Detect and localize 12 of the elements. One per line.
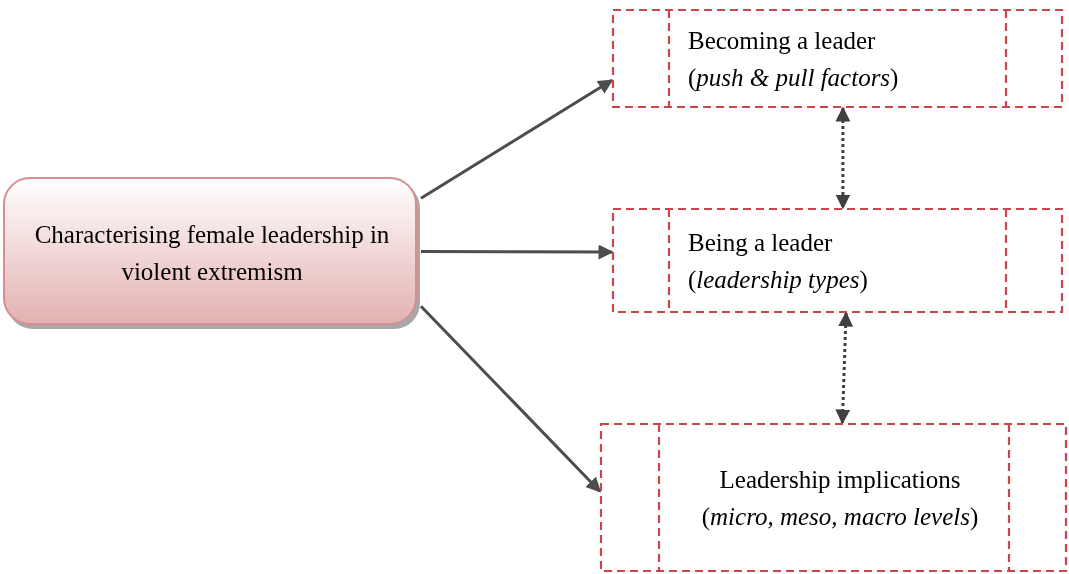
- arrow: [421, 244, 614, 260]
- dotted-double-arrow: [835, 311, 854, 425]
- dotted-double-arrow: [835, 106, 851, 210]
- node-subtitle: (push & pull factors): [688, 62, 900, 94]
- node-title: Characterising female leadership in violent extremism: [33, 220, 391, 287]
- node-title: Becoming a leader: [688, 25, 877, 56]
- arrow: [419, 305, 602, 493]
- node-subtitle: (leadership types): [688, 264, 869, 296]
- node-title: Being a leader: [688, 227, 834, 258]
- arrow: [420, 79, 614, 200]
- node-title: Leadership implications: [718, 464, 962, 495]
- node-subtitle: (micro, meso, macro levels): [700, 501, 980, 532]
